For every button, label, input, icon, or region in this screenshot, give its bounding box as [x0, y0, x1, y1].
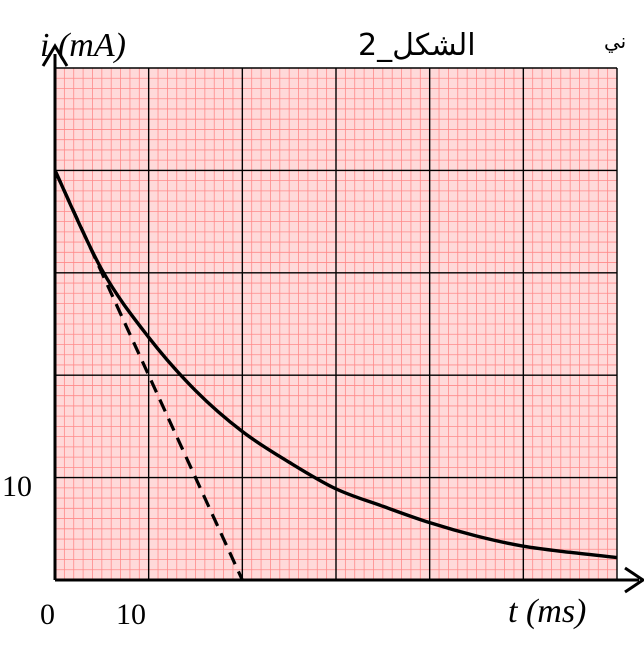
figure-label: الشكل_2	[358, 28, 476, 63]
axes	[41, 43, 644, 594]
current-curve	[53, 169, 618, 560]
tangent-line	[53, 169, 244, 581]
y-axis-arrow	[41, 43, 69, 67]
x-axis-label: t (ms)	[508, 593, 586, 630]
x-axis-arrow	[624, 566, 644, 594]
x-tick-label: 10	[116, 598, 146, 631]
origin-label: 0	[40, 598, 55, 631]
series-layer	[53, 169, 618, 581]
y-tick-label: 10	[2, 470, 32, 503]
y-axis-label: i (mA)	[40, 27, 126, 64]
edge-text: ني	[604, 29, 626, 54]
